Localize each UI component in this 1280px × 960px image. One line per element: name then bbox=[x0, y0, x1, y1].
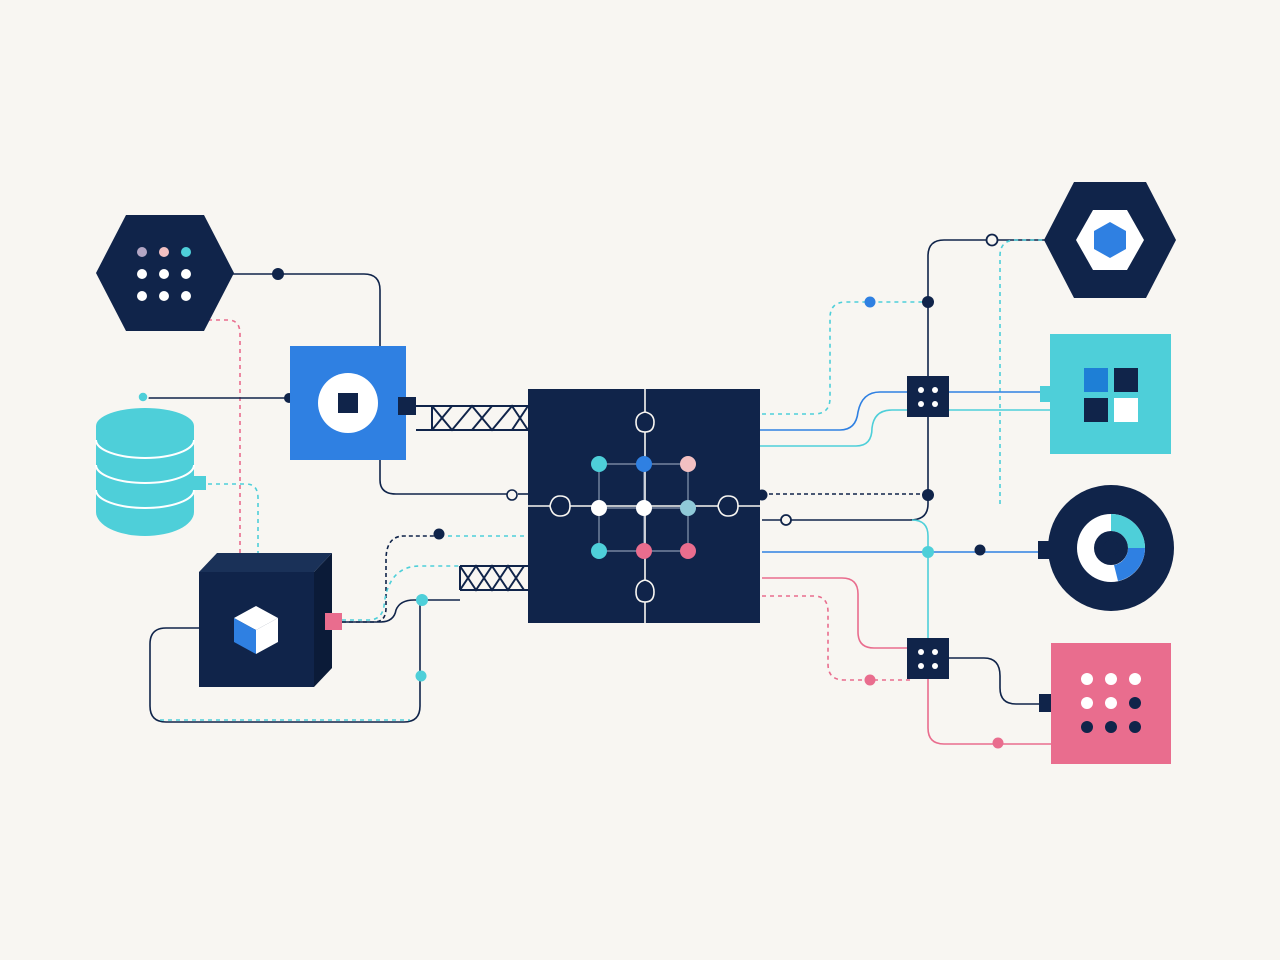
box-side bbox=[314, 553, 332, 687]
connector-hex-right-dashed bbox=[999, 239, 1050, 504]
central-hub-node bbox=[528, 389, 760, 623]
donut-circle-node bbox=[1038, 485, 1174, 611]
connector-box-to-bridge-teal bbox=[342, 565, 460, 621]
grid-tiles-icon bbox=[1084, 368, 1138, 422]
connector-to-pink-square bbox=[948, 657, 1046, 705]
connector-dot bbox=[922, 296, 934, 308]
dark-cube-box-node bbox=[199, 553, 342, 687]
connector-pink-solid bbox=[762, 577, 912, 649]
blue-square-node bbox=[290, 346, 416, 460]
connector-dot bbox=[415, 670, 427, 682]
database-icon bbox=[95, 408, 195, 536]
hex-dot-grid-node bbox=[96, 215, 234, 331]
junction-bottom bbox=[907, 638, 949, 679]
junction-top bbox=[907, 376, 949, 417]
connector-dot-hollow bbox=[506, 489, 518, 501]
connector-dot-hollow bbox=[780, 514, 792, 526]
teal-square-shape bbox=[1050, 334, 1171, 454]
connector-dot bbox=[864, 296, 876, 308]
connector-dot-hollow bbox=[985, 233, 999, 247]
four-dots-icon bbox=[918, 649, 938, 669]
connector-top-dashed bbox=[762, 301, 928, 415]
connector-dot bbox=[974, 544, 986, 556]
donut-chart-icon bbox=[1077, 514, 1145, 582]
port-square bbox=[398, 397, 416, 415]
box-top bbox=[199, 553, 332, 572]
connector-dot bbox=[864, 674, 876, 686]
cube-icon bbox=[234, 606, 278, 654]
connector-donut-teal bbox=[911, 519, 929, 640]
connector-hex-down-dashed bbox=[200, 319, 241, 556]
stop-button-icon bbox=[318, 373, 378, 433]
connector-lines bbox=[143, 239, 1052, 745]
connector-box-to-bridge bbox=[342, 599, 460, 623]
connector-blue-to-hub bbox=[379, 460, 512, 495]
connector-pink-dashed bbox=[762, 595, 912, 681]
connector-dot bbox=[272, 268, 284, 280]
connector-hex-to-blue bbox=[232, 273, 381, 346]
port-square bbox=[1040, 386, 1052, 402]
hexagon-icon bbox=[1094, 222, 1126, 258]
node-network-icon bbox=[591, 456, 696, 559]
truss-bridge-top bbox=[416, 404, 529, 432]
connector-dot bbox=[922, 489, 934, 501]
right-hex-node bbox=[1044, 182, 1176, 298]
port-square bbox=[194, 476, 206, 490]
connector-hex-right bbox=[927, 239, 1048, 302]
four-dots-icon bbox=[918, 387, 938, 407]
connector-dot bbox=[922, 546, 934, 558]
dot-grid-icon bbox=[1081, 673, 1141, 733]
connector-hub-right-loop bbox=[762, 494, 929, 521]
connector-dot bbox=[992, 737, 1004, 749]
connector-pink-bottom bbox=[927, 678, 1052, 745]
teal-square-node bbox=[1040, 334, 1171, 454]
connector-dot bbox=[433, 528, 445, 540]
dot-grid-icon bbox=[137, 247, 191, 301]
connector-db-to-box-dashed bbox=[200, 483, 259, 556]
connector-dot bbox=[137, 391, 149, 403]
port-square bbox=[325, 613, 342, 630]
connector-to-teal-square bbox=[760, 391, 1050, 431]
connector-box-loop bbox=[149, 600, 421, 723]
connector-dot bbox=[416, 594, 428, 606]
database-node bbox=[95, 408, 206, 536]
truss-bridge-bottom bbox=[459, 564, 528, 592]
pink-square-node bbox=[1039, 643, 1171, 764]
connector-to-teal-square-2 bbox=[760, 409, 1050, 447]
